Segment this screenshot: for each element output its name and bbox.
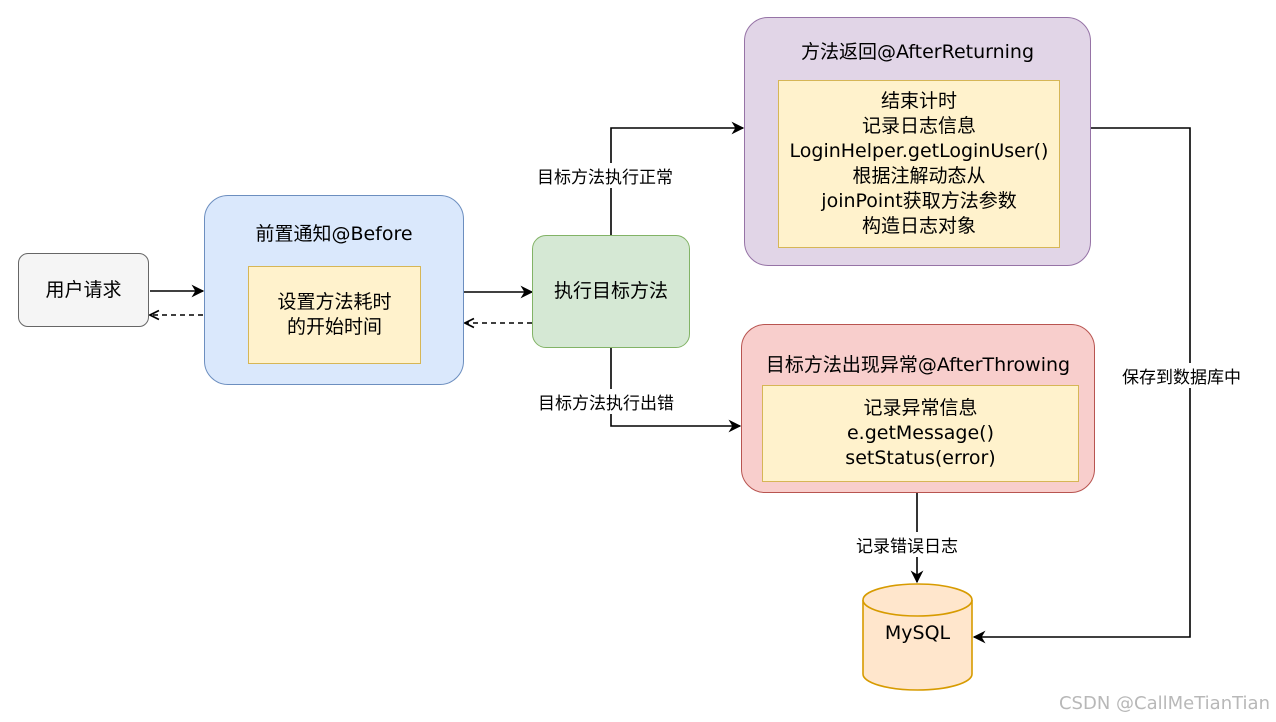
edge-label-record-error-log: 记录错误日志 [854,532,960,557]
after-returning-node: 方法返回@AfterReturning 结束计时 记录日志信息 LoginHel… [744,17,1091,266]
after-returning-line: 根据注解动态从 [852,165,986,187]
arrow-execute-to-afterreturning [610,121,745,235]
user-request-node: 用户请求 [18,253,149,327]
after-throwing-detail: 记录异常信息 e.getMessage() setStatus(error) [762,385,1079,482]
after-returning-line: 构造日志对象 [861,215,976,237]
watermark: CSDN @CallMeTianTian [1058,693,1270,714]
execute-target-node: 执行目标方法 [532,235,690,348]
after-throwing-line: e.getMessage() [846,422,995,444]
after-throwing-node: 目标方法出现异常@AfterThrowing 记录异常信息 e.getMessa… [741,324,1095,493]
after-throwing-line: 记录异常信息 [863,397,978,419]
mysql-cylinder [862,583,973,691]
user-request-label: 用户请求 [45,278,122,301]
after-returning-detail: 结束计时 记录日志信息 LoginHelper.getLoginUser() 根… [778,80,1060,248]
after-throwing-title: 目标方法出现异常@AfterThrowing [765,354,1071,376]
before-advice-title: 前置通知@Before [255,223,413,245]
edge-label-error: 目标方法执行出错 [536,389,676,414]
arrow-execute-to-afterthrowing [610,348,742,433]
after-returning-line: LoginHelper.getLoginUser() [789,140,1049,162]
edge-label-success: 目标方法执行正常 [535,163,675,188]
after-returning-title: 方法返回@AfterReturning [800,41,1035,63]
execute-target-label: 执行目标方法 [553,280,668,302]
after-throwing-line: setStatus(error) [845,447,996,469]
edge-label-save-db: 保存到数据库中 [1120,363,1243,388]
after-returning-line: 记录日志信息 [861,115,976,137]
mysql-label: MySQL [884,622,951,644]
before-advice-node: 前置通知@Before 设置方法耗时 的开始时间 [204,195,464,385]
before-detail-line: 的开始时间 [286,316,382,338]
after-returning-line: joinPoint获取方法参数 [821,190,1017,212]
after-returning-line: 结束计时 [880,90,957,112]
before-detail-line: 设置方法耗时 [277,291,392,313]
before-advice-detail: 设置方法耗时 的开始时间 [248,266,421,364]
